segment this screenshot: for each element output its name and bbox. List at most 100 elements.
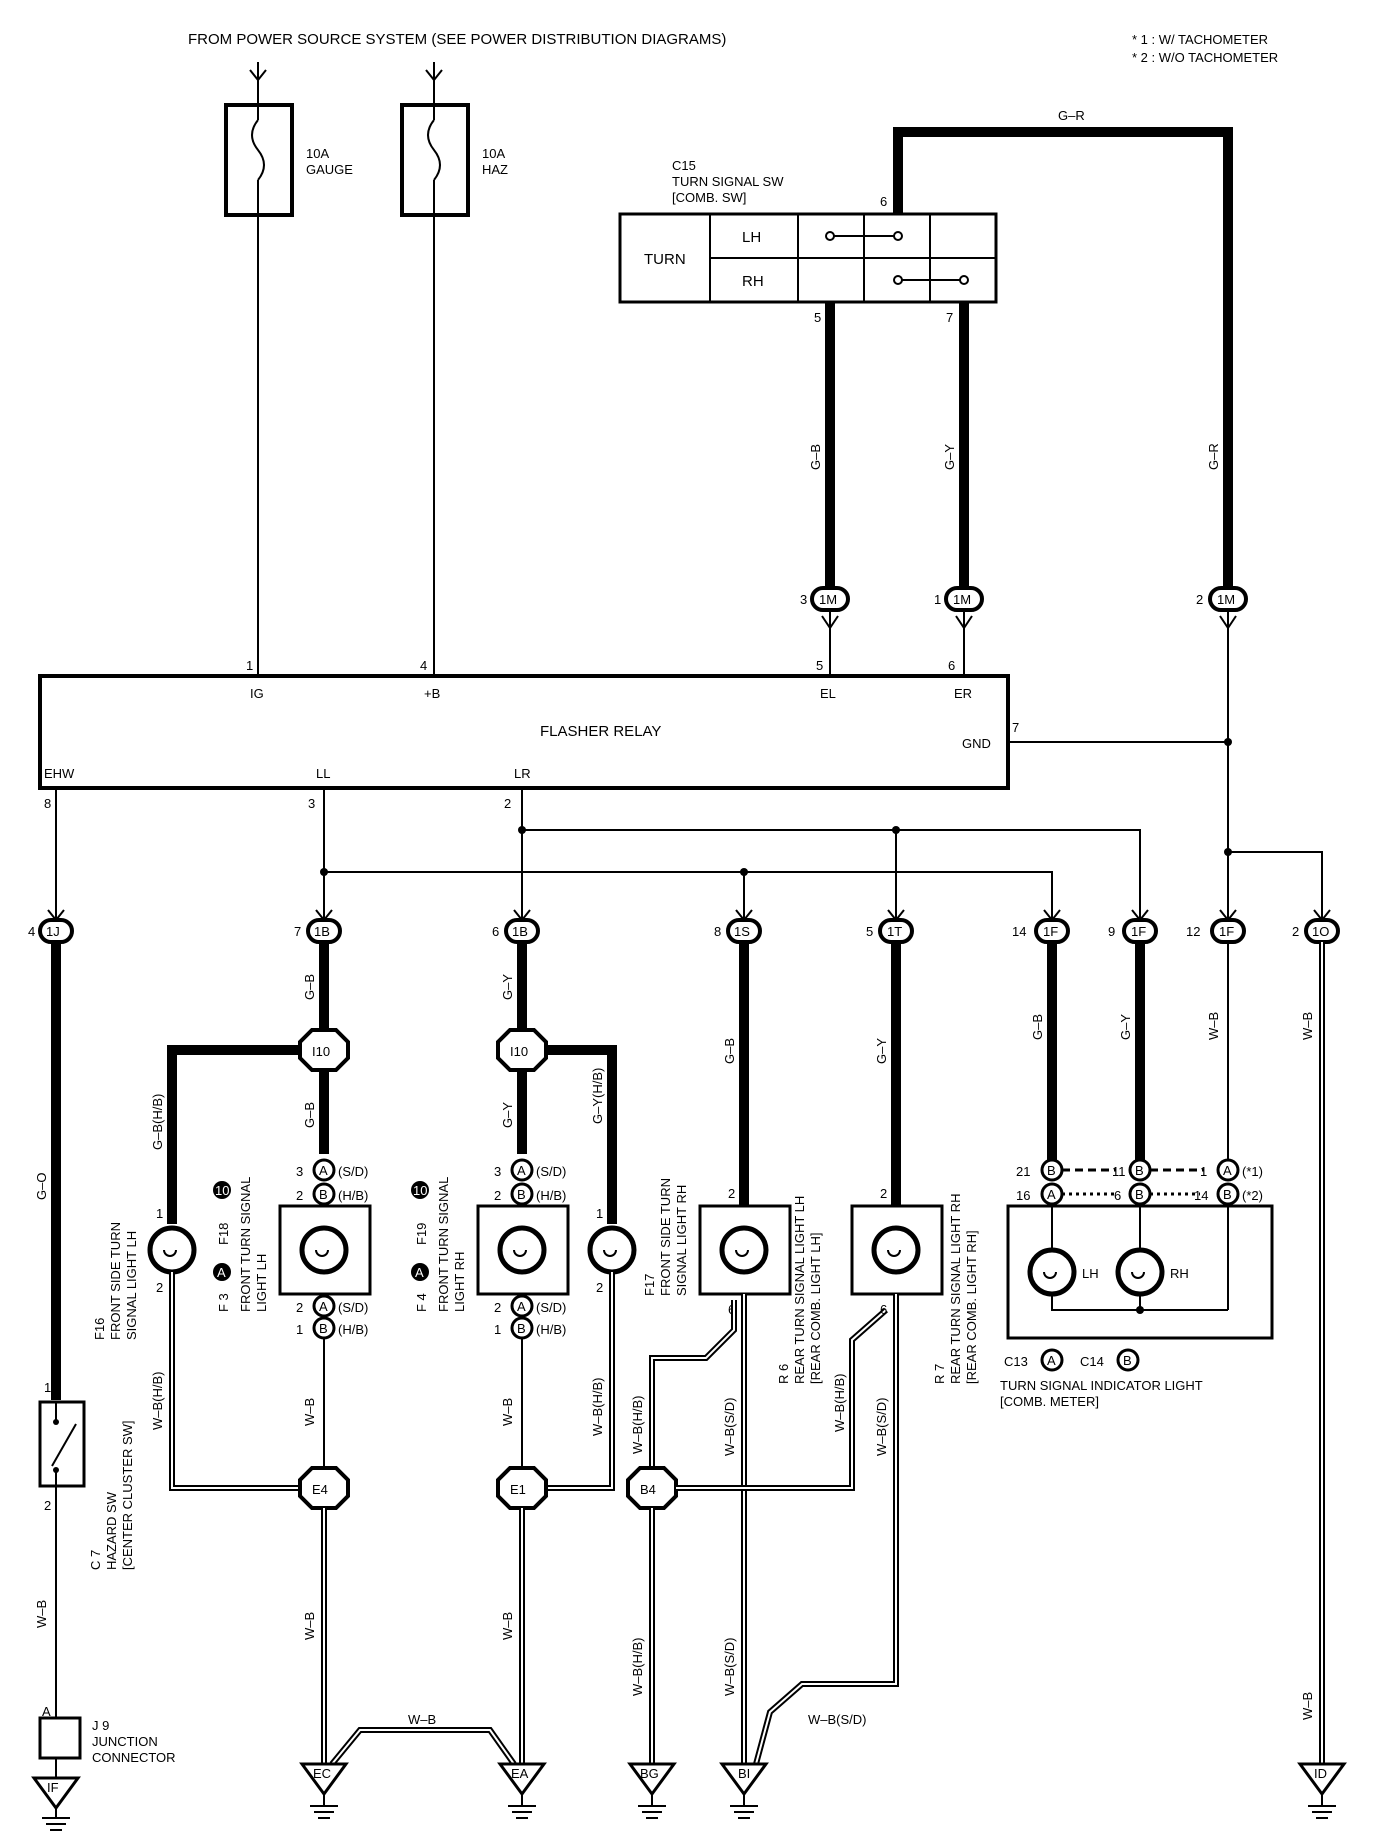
front-rh-hb-bot: (H/B): [536, 1322, 566, 1337]
junction-b4-label: B4: [640, 1482, 656, 1497]
meter-b-4: B: [1223, 1187, 1232, 1202]
f16-code: F16: [92, 1318, 107, 1340]
front-rh-sub: LIGHT RH: [452, 1252, 467, 1312]
legend-note-2: * 2 : W/O TACHOMETER: [1132, 50, 1278, 65]
connector-1t: 1T 5: [866, 918, 914, 944]
wire-w-b-hb-label-4: W–B(H/B): [832, 1374, 847, 1433]
front-lh-a-bot: A: [319, 1299, 328, 1314]
front-lh-name: FRONT TURN SIGNAL: [238, 1177, 253, 1312]
wire-w-b-sd-label-3: W–B(S/D): [874, 1398, 889, 1457]
connector-1f-c: 1F 12: [1186, 918, 1246, 944]
wire-w-b-cross-label: W–B: [408, 1712, 436, 1727]
hazard-pin-1: 1: [44, 1380, 51, 1395]
power-source-label: FROM POWER SOURCE SYSTEM (SEE POWER DIST…: [188, 31, 726, 48]
front-lh-sd-bot: (S/D): [338, 1300, 368, 1315]
meter-star-2: (*2): [1242, 1188, 1263, 1203]
ground-id: ID: [1297, 1762, 1347, 1819]
front-lh-hb-top: (H/B): [338, 1188, 368, 1203]
wire-w-b-hb-label-5: W–B(H/B): [630, 1638, 645, 1697]
wire-g-r-label: G–R: [1058, 108, 1085, 123]
front-lh-pin-2: 2: [296, 1188, 303, 1203]
relay-pin-3: 3: [308, 796, 315, 811]
ground-if: IF: [31, 1776, 81, 1831]
front-lh-b-top: B: [319, 1187, 328, 1202]
c15-turn-label: TURN: [644, 251, 686, 268]
r6-pin-6: 6: [880, 1302, 887, 1317]
front-lh-sd-top: (S/D): [338, 1164, 368, 1179]
front-rh-sd-bot: (S/D): [536, 1300, 566, 1315]
wire-g-b-label-1: G–B: [302, 974, 317, 1000]
meter-a-2: A: [1047, 1187, 1056, 1202]
meter-pin-6: 6: [1114, 1188, 1121, 1203]
meter-pin-11: 11: [1112, 1164, 1126, 1179]
ground-bg-label: BG: [640, 1766, 659, 1781]
j9-code: J 9: [92, 1718, 109, 1733]
f18-badge: 10: [215, 1183, 229, 1198]
wire-g-b-label-3: G–B: [722, 1038, 737, 1064]
fuse-gauge-name: GAUGE: [306, 162, 353, 177]
wire-g-y-hb-label: G–Y(H/B): [590, 1068, 605, 1124]
fuse-haz-rating: 10A: [482, 146, 505, 161]
connector-1f-a: 1F 14: [1012, 918, 1070, 944]
connector-1s-label: 1S: [734, 924, 750, 939]
junction-e1-label: E1: [510, 1482, 526, 1497]
f4-badge: A: [415, 1265, 424, 1280]
relay-pin-5: 5: [816, 658, 823, 673]
c15-rh-label: RH: [742, 273, 764, 290]
junction-i10-right-label: I10: [510, 1044, 528, 1059]
fuse-haz-name: HAZ: [482, 162, 508, 177]
wire-g-y-label-3: G–Y: [874, 1038, 889, 1064]
meter-pin-21: 21: [1016, 1164, 1030, 1179]
wire-w-b-label-1: W–B: [302, 1398, 317, 1426]
ground-ea: EA: [497, 1762, 547, 1819]
r6-code: R 6: [776, 1364, 791, 1384]
junction-i10-left-label: I10: [312, 1044, 330, 1059]
meter-lh-label: LH: [1082, 1266, 1099, 1281]
connector-1t-pin: 5: [866, 924, 873, 939]
connector-1m-left-label: 1M: [819, 592, 837, 607]
meter-b-1: B: [1047, 1163, 1056, 1178]
r7-sub: [REAR COMB. LIGHT RH]: [964, 1230, 979, 1384]
c15-pin-7: 7: [946, 310, 953, 325]
connector-1b-left: 1B 7: [294, 918, 342, 944]
relay-gnd: GND: [962, 736, 991, 751]
wire-w-b-hb-label-3: W–B(H/B): [630, 1396, 645, 1455]
meter-c14-b: B: [1123, 1353, 1132, 1368]
f19-code: F19: [414, 1223, 429, 1245]
relay-pin-8: 8: [44, 796, 51, 811]
relay-pin-6: 6: [948, 658, 955, 673]
meter-pin-16: 16: [1016, 1188, 1030, 1203]
front-rh-sd-top: (S/D): [536, 1164, 566, 1179]
meter-star-1: (*1): [1242, 1164, 1263, 1179]
wire-w-b-label-5: W–B: [1206, 1012, 1221, 1040]
connector-1s: 1S 8: [714, 918, 762, 944]
wire-w-b-hb-label-1: W–B(H/B): [150, 1372, 165, 1431]
front-lh-a-top: A: [319, 1163, 328, 1178]
relay-ehw: EHW: [44, 766, 75, 781]
front-rh-hb-top: (H/B): [536, 1188, 566, 1203]
meter-c13: C13: [1004, 1354, 1028, 1369]
connector-1m-right-pin: 2: [1196, 592, 1203, 607]
wire-g-b-label-top: G–B: [808, 444, 823, 470]
c7-sub: [CENTER CLUSTER SW]: [120, 1420, 135, 1570]
front-lh-hb-bot: (H/B): [338, 1322, 368, 1337]
connector-1m-left: 1M 3: [800, 586, 850, 676]
junction-i10-left: I10: [298, 1028, 350, 1072]
connector-1b-right-label: 1B: [512, 924, 528, 939]
connector-1j-label: 1J: [46, 924, 60, 939]
relay-lr: LR: [514, 766, 531, 781]
wire-g-b-hb: [167, 1045, 300, 1224]
front-side-turn-lh: 1 2 F16 FRONT SIDE TURN SIGNAL LIGHT LH: [92, 1206, 197, 1340]
wire-w-b-label-2: W–B: [302, 1612, 317, 1640]
j9-name: JUNCTION: [92, 1734, 158, 1749]
r6-name: REAR TURN SIGNAL LIGHT LH: [792, 1196, 807, 1384]
front-rh-a-bot: A: [517, 1299, 526, 1314]
connector-1j: 1J 4: [28, 918, 74, 944]
connector-1j-pin: 4: [28, 924, 35, 939]
wire-g-y-hb: [546, 1045, 617, 1224]
r7-code: R 7: [932, 1364, 947, 1384]
front-rh-connectors: A 3 (S/D) B 2 (H/B) A 2 (S/D) B 1 (H/B): [476, 1158, 570, 1340]
r7-name: REAR TURN SIGNAL LIGHT RH: [948, 1194, 963, 1384]
connector-1b-left-pin: 7: [294, 924, 301, 939]
